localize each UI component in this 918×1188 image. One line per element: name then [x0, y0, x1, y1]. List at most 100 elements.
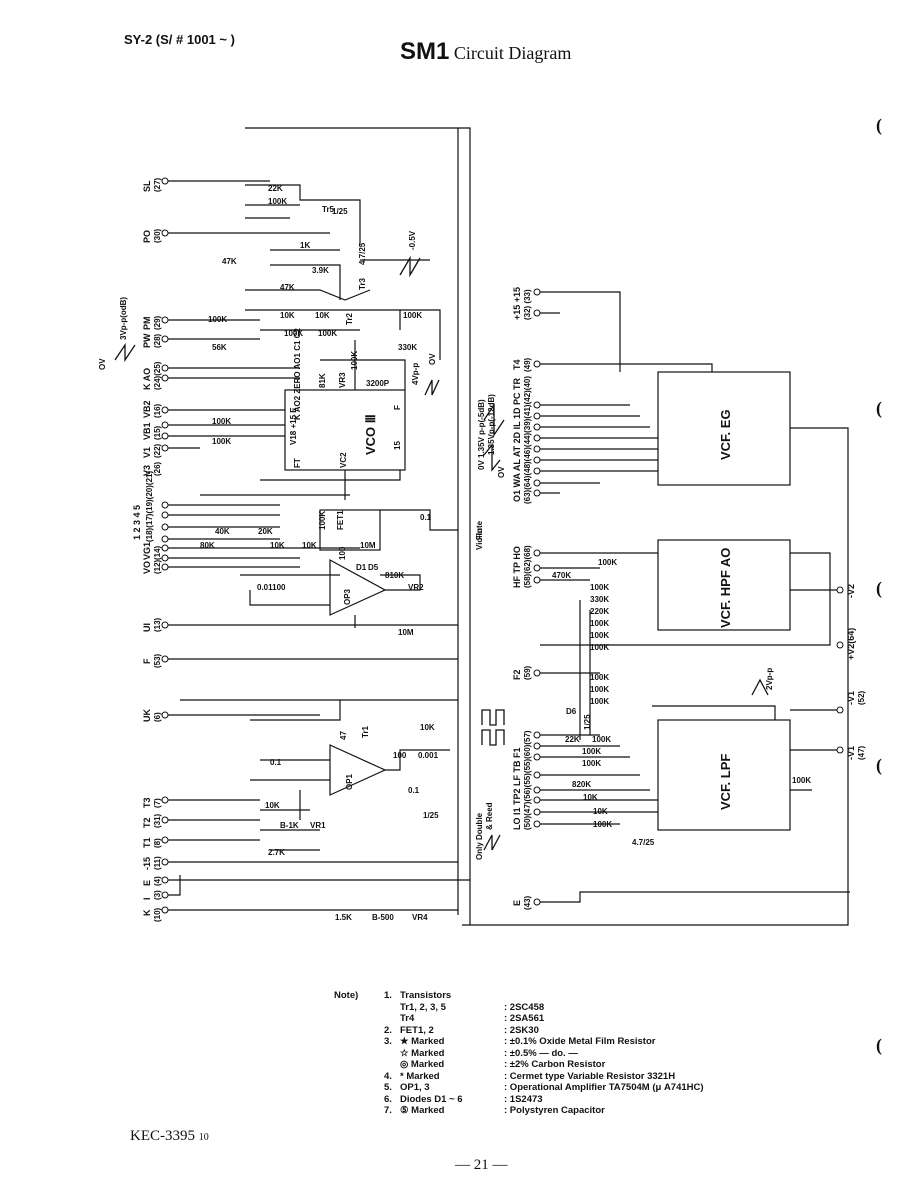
notes-row-5: 3. ★ Marked : ±0.1% Oxide Metal Film Res… — [334, 1036, 704, 1048]
rpin-f2: F2 — [512, 669, 522, 680]
lbl-vco-ft: FT — [293, 458, 302, 468]
lbl-w1: 0V 1.35V p-p(-5dB) — [477, 399, 486, 470]
lbl-hpf-r9: 100K — [590, 673, 609, 682]
pin-vb2: VB2 — [142, 400, 152, 418]
notes-row-3: Tr4 : 2SA561 — [334, 1013, 704, 1025]
lbl-1k: 1K — [300, 241, 310, 250]
lbl-4vpp: 4Vp-p — [411, 363, 420, 385]
note-label: Transistors — [400, 990, 452, 1001]
lbl-vco-vc2: VC2 — [339, 452, 348, 468]
lbl-d6: D6 — [566, 707, 577, 716]
model-label: SY-2 (S/ # 1001 ~ ) — [124, 32, 235, 47]
rpin-e: E — [512, 900, 522, 906]
rpin-e-num: (43) — [523, 895, 532, 910]
lbl-vco-f: F — [393, 405, 402, 410]
lbl-b1k: B-1K — [280, 821, 299, 830]
note-value: : ±2% Carbon Resistor — [504, 1059, 606, 1070]
note-num: 7. — [384, 1105, 392, 1116]
rpin-p15: +15 +15 — [512, 287, 522, 320]
pin-ui-num: (13) — [153, 617, 162, 632]
right-pin-labels: +15 +15 (32) (33) T4 (49) O1 WA AL AT 2D… — [512, 287, 866, 910]
lbl-reed: & Reed — [485, 802, 494, 830]
wires — [165, 127, 850, 926]
lbl-100k-f: 100K — [212, 417, 231, 426]
note-label: ☆ Marked — [400, 1047, 445, 1059]
notes-row-8: 4. * Marked : Cermet type Variable Resis… — [334, 1071, 704, 1083]
left-pin-labels: SL (27) PO (30) PM (29) PW (28) K AO (24… — [132, 177, 162, 922]
rpin-hf: HF TP HO — [512, 546, 522, 588]
lbl-47k-b: 47K — [280, 283, 295, 292]
waveforms — [114, 255, 769, 851]
document-code: KEC-3395 10 — [130, 1128, 209, 1145]
page-title: SM1 Circuit Diagram — [400, 38, 571, 66]
lbl-100k-c: 100K — [208, 315, 227, 324]
rpin-t4: T4 — [512, 359, 522, 370]
pin-ui: UI — [142, 623, 152, 632]
notes-section: Note) 1. Transistors Tr1, 2, 3, 5 : 2SC4… — [334, 990, 704, 1117]
lbl-hpf-r4: 330K — [590, 595, 609, 604]
note-num — [384, 1048, 400, 1060]
rpin-t4-num: (49) — [523, 357, 532, 372]
lbl-vr3: VR3 — [338, 372, 347, 388]
eg-label: VCF. EG — [718, 409, 733, 460]
pin-v1: V1 — [142, 447, 152, 458]
pin-vb1: VB1 — [142, 422, 152, 440]
lbl-tr5: Tr5 — [322, 205, 335, 214]
rpin-mv1b: -V1 — [846, 746, 856, 760]
lbl-ratio-c: 1/25 — [583, 714, 592, 730]
pin-m15: -15 — [142, 857, 152, 870]
lbl-c01b: 0.1 — [270, 758, 282, 767]
lbl-hpf-r10: 100K — [590, 685, 609, 694]
lbl-100k-e: 100K — [318, 329, 337, 338]
lbl-hpf-r6: 100K — [590, 619, 609, 628]
pin-uk: UK — [142, 709, 152, 722]
pin-po: PO — [142, 230, 152, 243]
lbl-100k-i: 100K — [592, 735, 611, 744]
notes-row-1: Note) 1. Transistors — [334, 990, 704, 1002]
lbl-lpf-100k: 100K — [792, 776, 811, 785]
rpin-f2-num: (59) — [523, 665, 532, 680]
note-label: Diodes D1 ~ 6 — [400, 1093, 463, 1105]
pin-t1: T1 — [142, 837, 152, 848]
lbl-c001100: 0.01100 — [257, 583, 286, 592]
lbl-fet1: FET1 — [336, 510, 345, 530]
rpin-pv2: +V2(64) — [846, 628, 856, 660]
lbl-100k-k: 100K — [582, 759, 601, 768]
lbl-40k: 40K — [215, 527, 230, 536]
pin-i-num: (3) — [153, 890, 162, 900]
lbl-10k-e: 10K — [420, 723, 435, 732]
lbl-d1: D1 — [356, 563, 367, 572]
rpin-mv1a: -V1 — [846, 691, 856, 705]
pin-k-ao-num: (24)(25) — [153, 361, 162, 390]
lbl-2vpp: 2Vp-p — [765, 668, 774, 690]
lbl-ov-b: OV — [98, 358, 107, 370]
lbl-3vpp: 3Vp-p(odB) — [119, 297, 128, 340]
lbl-c4-7-25b: 4.7/25 — [632, 838, 655, 847]
pin-pm: PM — [142, 317, 152, 331]
lbl-47: 47 — [339, 731, 348, 740]
lbl-10k-g: 10K — [583, 793, 598, 802]
lbl-1-5k: 1.5K — [335, 913, 352, 922]
vco-label: VCO Ⅲ — [363, 414, 378, 455]
note-num: 3. — [384, 1036, 392, 1047]
rpin-p15-num: (32) (33) — [523, 289, 532, 320]
document-code-suffix: 10 — [198, 1132, 209, 1143]
pin-vb1-num: (15) — [153, 425, 162, 440]
lbl-80k: 80K — [200, 541, 215, 550]
lbl-hpf-r1: 100K — [598, 558, 617, 567]
component-labels: 22K 100K Tr5 1/25 1K 47K 4.7/25 -0.5V 3.… — [98, 184, 811, 922]
lbl-10k-c: 10K — [270, 541, 285, 550]
note-value: : Operational Amplifier TA7504M (μ A741H… — [504, 1082, 704, 1093]
lbl-81k: 81K — [318, 373, 327, 388]
note-value: : Cermet type Variable Resistor 3321H — [504, 1070, 676, 1082]
lbl-hpf-r7: 100K — [590, 631, 609, 640]
lbl-810k: 810K — [385, 571, 404, 580]
lbl-hpf-r5: 220K — [590, 607, 609, 616]
lbl-2-7k: 2.7K — [268, 848, 285, 857]
pin-t3-num: (7) — [153, 798, 162, 808]
pin-pm-num: (29) — [153, 315, 162, 330]
pin-pw: PW — [142, 333, 152, 348]
lbl-22k: 22K — [268, 184, 283, 193]
pin-v3: V3 — [142, 465, 152, 476]
pin-m15-num: (11) — [153, 856, 162, 870]
